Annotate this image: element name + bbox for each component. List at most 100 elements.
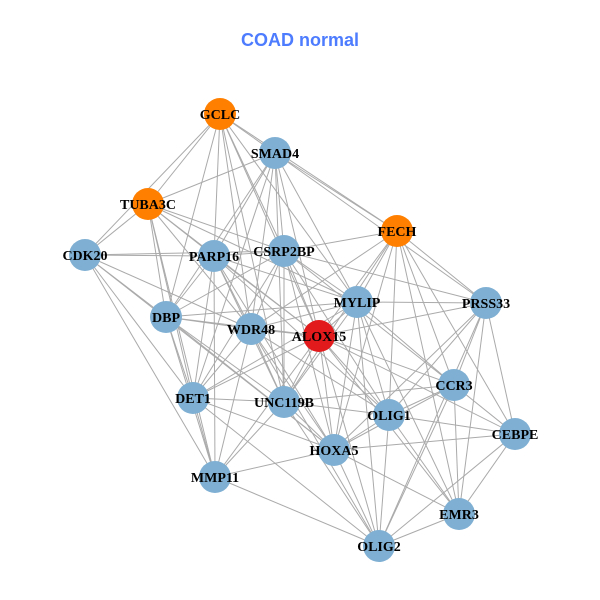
node-circle: [303, 320, 335, 352]
edge-smad4-dbp: [165, 152, 276, 318]
edge-fech-wdr48: [250, 230, 398, 330]
node-wdr48[interactable]: WDR48: [227, 313, 275, 345]
edge-parp16-mmp11: [213, 255, 216, 478]
edge-parp16-det1: [192, 255, 215, 399]
edge-csrp2bp-fech: [283, 230, 398, 252]
node-circle: [132, 188, 164, 220]
edge-mylip-hoxa5: [333, 301, 358, 451]
edge-tuba3c-csrp2bp: [147, 203, 285, 252]
node-circle: [443, 498, 475, 530]
edge-alox15-ccr3: [318, 335, 455, 386]
edge-mylip-olig1: [356, 301, 390, 416]
node-olig2[interactable]: OLIG2: [357, 530, 401, 562]
edge-hoxa5-emr3: [333, 449, 460, 515]
node-label: CEBPE: [492, 428, 539, 443]
edge-hoxa5-mmp11: [214, 449, 335, 478]
node-circle: [198, 240, 230, 272]
edge-smad4-mylip: [274, 152, 358, 303]
edge-prss33-olig2: [378, 302, 487, 547]
edge-gclc-tuba3c: [147, 113, 221, 205]
node-circle: [373, 399, 405, 431]
edge-smad4-parp16: [213, 152, 276, 257]
node-label: DBP: [152, 311, 180, 326]
edge-alox15-cebpe: [318, 335, 516, 435]
edge-fech-olig1: [388, 230, 398, 416]
node-olig1[interactable]: OLIG1: [367, 399, 411, 431]
edge-gclc-dbp: [165, 113, 221, 318]
edge-mylip-wdr48: [250, 301, 358, 330]
node-circle: [204, 98, 236, 130]
edge-alox15-hoxa5: [318, 335, 335, 451]
edge-olig1-emr3: [388, 414, 460, 515]
node-label: DET1: [175, 392, 211, 407]
edge-parp16-mylip: [213, 255, 358, 303]
node-label: MYLIP: [334, 296, 381, 311]
edge-mylip-emr3: [356, 301, 460, 515]
edge-mmp11-olig2: [214, 476, 380, 547]
node-circle: [177, 382, 209, 414]
edge-olig1-olig2: [378, 414, 390, 547]
edge-prss33-cebpe: [485, 302, 516, 435]
node-label: OLIG2: [357, 540, 401, 555]
node-label: HOXA5: [310, 444, 359, 459]
edge-csrp2bp-hoxa5: [283, 250, 335, 451]
edge-parp16-hoxa5: [213, 255, 335, 451]
edge-cebpe-emr3: [458, 433, 516, 515]
edge-prss33-olig1: [388, 302, 487, 416]
node-circle: [381, 215, 413, 247]
edge-det1-olig2: [192, 397, 380, 547]
edge-smad4-prss33: [274, 152, 487, 304]
edge-unc119b-olig1: [283, 401, 390, 416]
node-label: TUBA3C: [120, 198, 176, 213]
node-label: PARP16: [189, 250, 239, 265]
node-parp16[interactable]: PARP16: [189, 240, 239, 272]
node-label: PRSS33: [462, 297, 510, 312]
edge-alox15-olig1: [318, 335, 390, 416]
node-circle: [268, 386, 300, 418]
edge-csrp2bp-dbp: [165, 250, 285, 318]
node-gclc[interactable]: GCLC: [200, 98, 240, 130]
node-cebpe[interactable]: CEBPE: [492, 418, 539, 450]
node-circle: [69, 239, 101, 271]
node-mmp11[interactable]: MMP11: [191, 461, 239, 493]
node-dbp[interactable]: DBP: [150, 301, 182, 333]
edge-tuba3c-wdr48: [147, 203, 252, 330]
edge-cdk20-det1: [84, 254, 194, 399]
node-mylip[interactable]: MYLIP: [334, 286, 381, 318]
node-label: GCLC: [200, 108, 240, 123]
node-alox15[interactable]: ALOX15: [292, 320, 346, 352]
node-circle: [499, 418, 531, 450]
edge-prss33-alox15: [318, 302, 487, 337]
node-det1[interactable]: DET1: [175, 382, 211, 414]
node-cdk20[interactable]: CDK20: [62, 239, 108, 271]
node-ccr3[interactable]: CCR3: [435, 369, 473, 401]
edge-ccr3-olig2: [378, 384, 455, 547]
node-circle: [470, 287, 502, 319]
node-label: CCR3: [435, 379, 472, 394]
node-label: FECH: [378, 225, 417, 240]
node-circle: [318, 434, 350, 466]
node-emr3[interactable]: EMR3: [439, 498, 479, 530]
edge-mylip-dbp: [165, 301, 358, 318]
node-label: OLIG1: [367, 409, 411, 424]
node-circle: [363, 530, 395, 562]
edge-cdk20-mmp11: [84, 254, 216, 478]
edge-smad4-wdr48: [250, 152, 276, 330]
node-unc119b[interactable]: UNC119B: [254, 386, 314, 418]
edge-mylip-det1: [192, 301, 358, 399]
node-smad4[interactable]: SMAD4: [251, 137, 299, 169]
node-prss33[interactable]: PRSS33: [462, 287, 510, 319]
node-tuba3c[interactable]: TUBA3C: [120, 188, 176, 220]
edge-hoxa5-olig2: [333, 449, 380, 547]
edge-fech-alox15: [318, 230, 398, 337]
node-fech[interactable]: FECH: [378, 215, 417, 247]
node-circle: [150, 301, 182, 333]
edge-fech-prss33: [396, 230, 487, 304]
node-hoxa5[interactable]: HOXA5: [310, 434, 359, 466]
node-circle: [235, 313, 267, 345]
node-csrp2bp[interactable]: CSRP2BP: [253, 235, 315, 267]
edge-tuba3c-mmp11: [147, 203, 216, 478]
edge-alox15-det1: [192, 335, 320, 399]
